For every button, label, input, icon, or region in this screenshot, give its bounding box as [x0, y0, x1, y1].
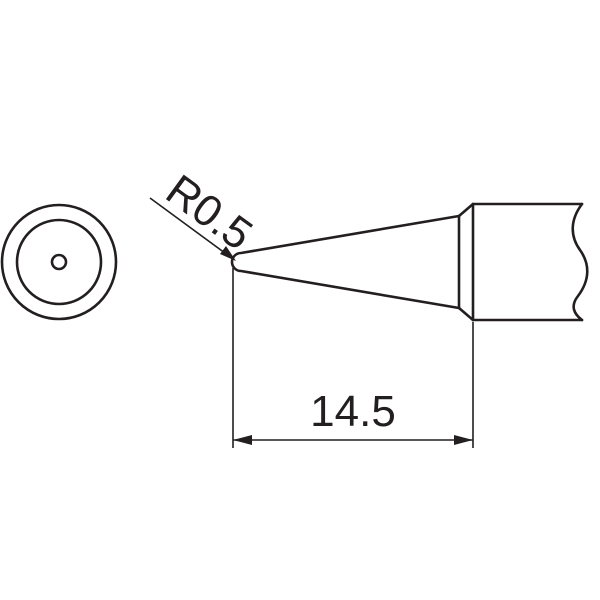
shank-break-line	[571, 202, 589, 322]
end-view-tip-point	[50, 253, 68, 271]
radius-callout: R0.5	[149, 165, 261, 261]
tip-chamfer-upper	[457, 202, 475, 218]
dim-arrow-left	[233, 435, 252, 445]
dim-arrow-right	[454, 435, 473, 445]
length-label: 14.5	[310, 387, 396, 436]
radius-leader-line	[149, 197, 230, 257]
radius-label: R0.5	[157, 165, 261, 259]
end-view-inner-circle	[15, 218, 103, 306]
length-dimension: 14.5	[232, 268, 474, 448]
radius-arrowhead	[220, 246, 236, 261]
tip-end-view	[0, 203, 118, 321]
tip-chamfer-lower	[457, 306, 475, 322]
tip-side-view	[230, 202, 589, 322]
tip-cone-outline	[230, 214, 461, 310]
end-view-outer-circle	[0, 203, 118, 321]
